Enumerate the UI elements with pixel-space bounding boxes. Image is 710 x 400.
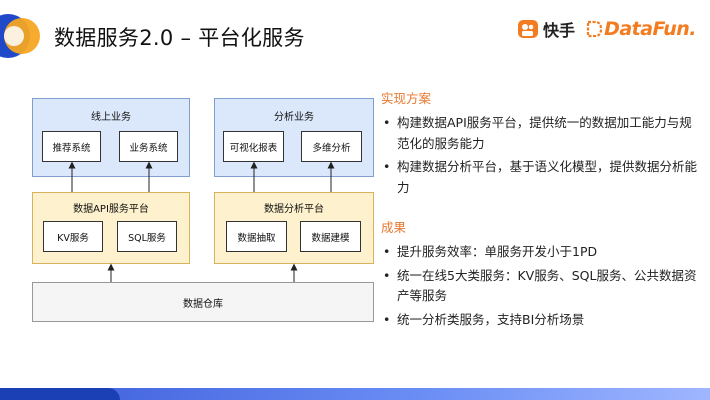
section-title-plan: 实现方案: [381, 91, 432, 106]
data-modeling-box: 数据建模: [300, 221, 361, 252]
sql-service-box: SQL服务: [117, 221, 177, 252]
analysis-business-title: 分析业务: [274, 112, 314, 123]
data-modeling-label: 数据建模: [311, 232, 350, 244]
kuaishou-logo: 快手: [517, 17, 575, 41]
kv-service-box: KV服务: [43, 221, 103, 252]
section-title-results: 成果: [381, 220, 407, 235]
kuaishou-text: 快手: [543, 21, 576, 40]
text-panel: 实现方案 •构建数据API服务平台，提供统一的数据加工能力与规范化的服务能力 •…: [381, 88, 701, 333]
data-warehouse-box: 数据仓库: [32, 282, 374, 322]
kuaishou-icon: [518, 20, 539, 38]
multi-dim-analysis-label: 多维分析: [312, 142, 351, 154]
brand-area: 快手 DataFun.: [517, 14, 696, 44]
recommend-system-box: 推荐系统: [42, 131, 101, 162]
data-warehouse-label: 数据仓库: [183, 298, 223, 310]
list-item: •构建数据API服务平台，提供统一的数据加工能力与规范化的服务能力: [383, 115, 692, 151]
sql-service-label: SQL服务: [128, 232, 166, 244]
bottom-accent-bar: [0, 388, 710, 400]
datafun-mark-icon: [586, 20, 603, 38]
data-extract-box: 数据抽取: [226, 221, 287, 252]
online-business-title: 线上业务: [91, 112, 131, 123]
analysis-platform-title: 数据分析平台: [264, 204, 324, 215]
business-system-box: 业务系统: [119, 131, 178, 162]
list-item: •提升服务效率：单服务开发小于1PD: [383, 244, 598, 259]
datafun-text: DataFun.: [604, 18, 696, 40]
bottom-accent-curve: [0, 388, 120, 400]
results-bullet-list: •提升服务效率：单服务开发小于1PD •统一在线5大类服务：KV服务、SQL服务…: [381, 242, 701, 330]
list-item: •统一分析类服务，支持BI分析场景: [383, 311, 585, 327]
multi-dim-analysis-box: 多维分析: [301, 131, 362, 162]
list-item: •统一在线5大类服务：KV服务、SQL服务、公共数据资产等服务: [383, 267, 697, 304]
decorative-corner-logo: [0, 14, 40, 58]
plan-bullet-list: •构建数据API服务平台，提供统一的数据加工能力与规范化的服务能力 •构建数据分…: [381, 113, 701, 198]
business-system-label: 业务系统: [129, 142, 168, 154]
data-extract-label: 数据抽取: [237, 232, 276, 244]
visual-report-label: 可视化报表: [229, 142, 278, 154]
api-platform-title: 数据API服务平台: [73, 204, 149, 215]
visual-report-box: 可视化报表: [223, 131, 284, 162]
recommend-system-label: 推荐系统: [52, 142, 91, 154]
kv-service-label: KV服务: [57, 232, 89, 244]
datafun-logo: DataFun.: [585, 18, 696, 40]
list-item: •构建数据分析平台，基于语义化模型，提供数据分析能力: [383, 159, 698, 195]
page-title: 数据服务2.0 – 平台化服务: [54, 26, 305, 50]
